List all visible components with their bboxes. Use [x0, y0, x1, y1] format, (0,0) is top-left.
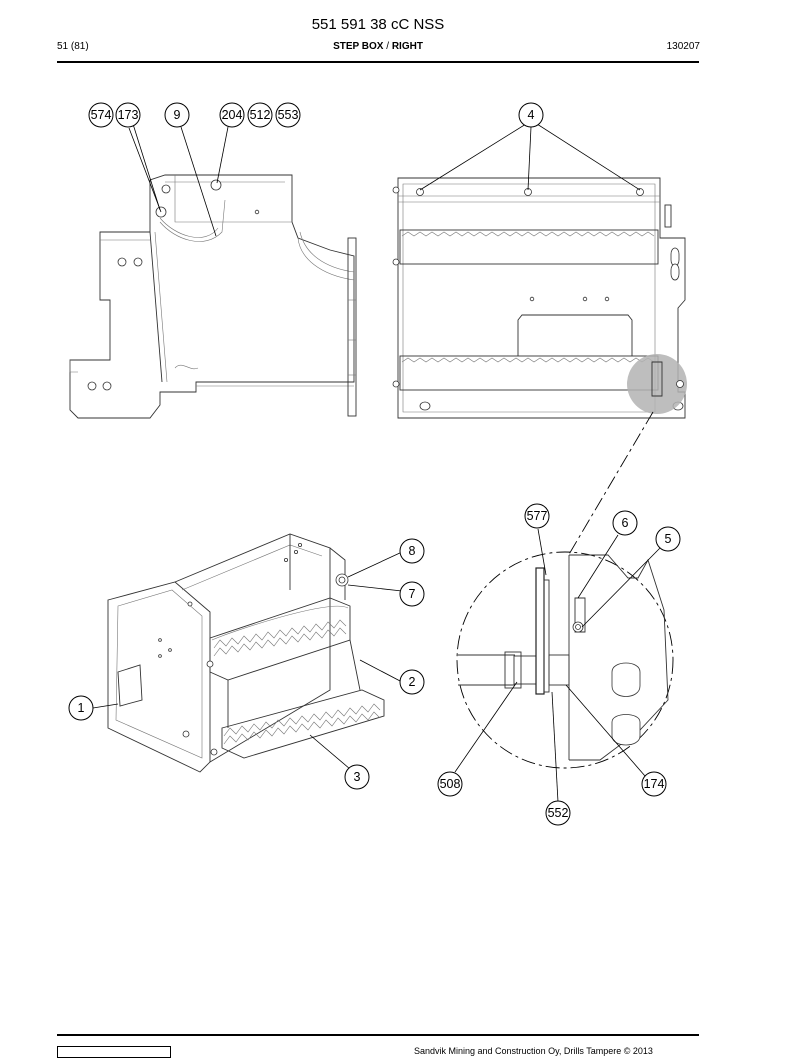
svg-text:6: 6	[622, 516, 629, 530]
header-rule	[57, 61, 699, 63]
callout-7: 7	[399, 581, 425, 607]
title-sub: RIGHT	[391, 41, 423, 52]
front-view	[392, 177, 687, 419]
callout-5: 5	[655, 526, 681, 552]
svg-text:7: 7	[409, 587, 416, 601]
callout-552: 552	[545, 800, 571, 826]
svg-text:2: 2	[409, 675, 416, 689]
callout-3: 3	[344, 764, 370, 790]
page-title: STEP BOX / RIGHT	[0, 41, 756, 52]
document-number: 551 591 38 cC NSS	[311, 16, 445, 33]
leader-lines	[92, 123, 661, 803]
callout-508: 508	[437, 771, 463, 797]
svg-text:204: 204	[222, 108, 243, 122]
svg-text:9: 9	[174, 108, 181, 122]
document-code: 130207	[666, 41, 700, 52]
callout-173: 173	[115, 102, 141, 128]
title-separator: /	[383, 41, 392, 52]
detail-highlight	[627, 354, 687, 414]
svg-text:577: 577	[527, 509, 548, 523]
svg-text:5: 5	[665, 532, 672, 546]
callout-2: 2	[399, 669, 425, 695]
detail-link-line	[567, 411, 654, 557]
callout-553: 553	[275, 102, 301, 128]
callout-577: 577	[524, 503, 550, 529]
detail-view	[456, 551, 674, 769]
callout-4: 4	[518, 102, 544, 128]
footer-rule	[57, 1034, 699, 1036]
isometric-view	[107, 533, 385, 773]
svg-text:574: 574	[91, 108, 112, 122]
svg-text:4: 4	[528, 108, 535, 122]
callout-512: 512	[247, 102, 273, 128]
sandvik-logo	[57, 1046, 171, 1058]
callout-174: 174	[641, 771, 667, 797]
page-number: 51 (81)	[57, 41, 89, 52]
svg-text:552: 552	[548, 806, 569, 820]
callout-204: 204	[219, 102, 245, 128]
callout-6: 6	[612, 510, 638, 536]
footer-copyright: Sandvik Mining and Construction Oy, Dril…	[414, 1046, 653, 1056]
svg-text:3: 3	[354, 770, 361, 784]
svg-text:8: 8	[409, 544, 416, 558]
callout-574: 574	[88, 102, 114, 128]
svg-text:1: 1	[78, 701, 85, 715]
callout-1: 1	[68, 695, 94, 721]
svg-text:512: 512	[250, 108, 271, 122]
title-main: STEP BOX	[333, 41, 384, 52]
svg-text:174: 174	[644, 777, 665, 791]
svg-text:508: 508	[440, 777, 461, 791]
svg-text:173: 173	[118, 108, 139, 122]
callout-9: 9	[164, 102, 190, 128]
svg-text:553: 553	[278, 108, 299, 122]
side-view	[69, 174, 357, 419]
callout-8: 8	[399, 538, 425, 564]
